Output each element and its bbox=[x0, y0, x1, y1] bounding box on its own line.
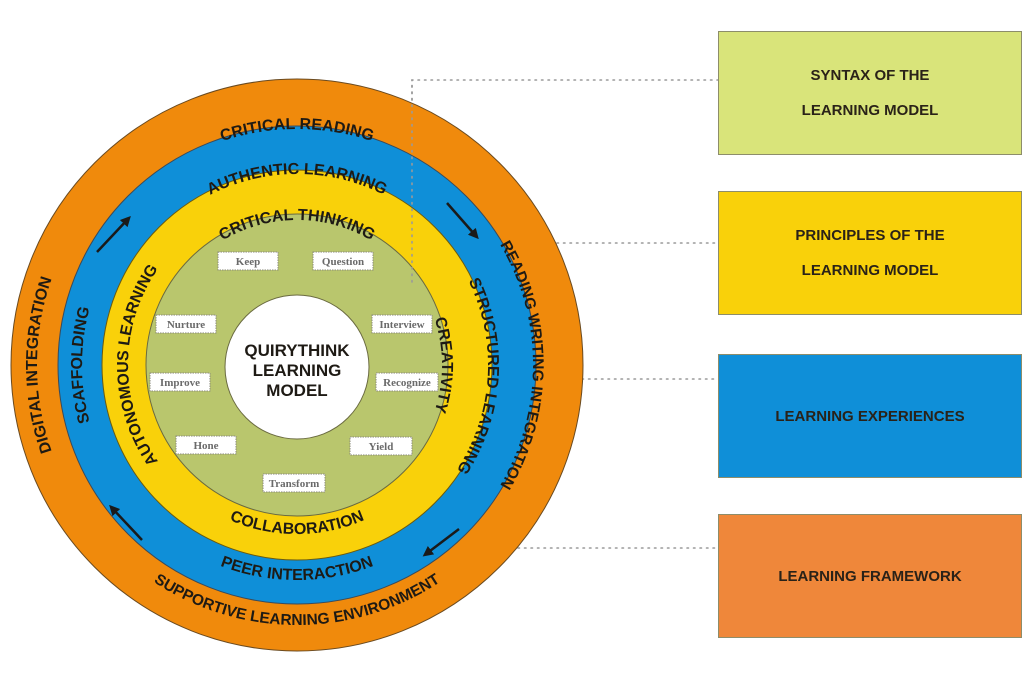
syntax-step-hone: Hone bbox=[175, 435, 237, 455]
legend-principles: PRINCIPLES OF THE LEARNING MODEL bbox=[718, 191, 1022, 315]
syntax-step-box bbox=[375, 372, 439, 392]
syntax-steps: Keep QuestionInterviewRecognizeYieldTrans… bbox=[149, 251, 439, 493]
legend-syntax-line-2: LEARNING MODEL bbox=[801, 102, 939, 119]
legend-experiences-line-1: LEARNING EXPERIENCES bbox=[775, 407, 965, 425]
legend-principles-line-1: PRINCIPLES OF THE bbox=[795, 227, 945, 244]
syntax-step-yield: Yield bbox=[349, 436, 413, 456]
syntax-step-recognize: Recognize bbox=[375, 372, 439, 392]
syntax-step-improve: Improve bbox=[149, 372, 211, 392]
syntax-step-label: Question bbox=[322, 256, 364, 268]
legend-framework-line-1: LEARNING FRAMEWORK bbox=[778, 567, 962, 585]
syntax-step-label: Transform bbox=[269, 478, 320, 490]
syntax-step-question: Question bbox=[312, 251, 374, 271]
legend-syntax: SYNTAX OF THE LEARNING MODEL bbox=[718, 31, 1022, 155]
center-title-line-3: MODEL bbox=[266, 381, 327, 400]
syntax-step-label: Interview bbox=[379, 319, 424, 331]
syntax-step-label: Nurture bbox=[167, 319, 205, 331]
syntax-step-box bbox=[149, 372, 211, 392]
core-circle bbox=[224, 294, 370, 440]
syntax-step-transform: Transform bbox=[262, 473, 326, 493]
legend-experiences: LEARNING EXPERIENCES bbox=[718, 354, 1022, 478]
syntax-step-label: Keep bbox=[236, 256, 260, 268]
center-title: QUIRYTHINK LEARNING MODEL bbox=[244, 341, 350, 400]
legend-syntax-line-1: SYNTAX OF THE bbox=[810, 67, 930, 84]
flow-arrows bbox=[96, 202, 479, 557]
syntax-step-box bbox=[175, 435, 237, 455]
syntax-step-interview: Interview bbox=[371, 314, 433, 334]
syntax-step-box bbox=[155, 314, 217, 334]
arrow-down-right-icon bbox=[446, 202, 479, 240]
syntax-step-label: Hone bbox=[193, 440, 218, 452]
syntax-step-nurture: Nurture bbox=[155, 314, 217, 334]
syntax-step-box bbox=[371, 314, 433, 334]
syntax-step-keep: Keep bbox=[217, 251, 279, 271]
legend-principles-line-2: LEARNING MODEL bbox=[801, 262, 939, 279]
arrow-up-left-icon bbox=[109, 504, 143, 541]
syntax-step-box bbox=[312, 251, 374, 271]
center-title-line-1: QUIRYTHINK bbox=[244, 341, 350, 360]
syntax-step-label: Recognize bbox=[383, 377, 431, 389]
syntax-step-box bbox=[349, 436, 413, 456]
arrow-up-right-icon bbox=[96, 215, 131, 253]
center-title-line-2: LEARNING bbox=[253, 361, 342, 380]
syntax-step-box bbox=[262, 473, 326, 493]
syntax-step-label: Yield bbox=[369, 441, 394, 453]
legend-framework: LEARNING FRAMEWORK bbox=[718, 514, 1022, 638]
syntax-step-box bbox=[217, 251, 279, 271]
arrow-down-left-icon bbox=[422, 528, 460, 557]
syntax-step-label: Improve bbox=[160, 377, 200, 389]
